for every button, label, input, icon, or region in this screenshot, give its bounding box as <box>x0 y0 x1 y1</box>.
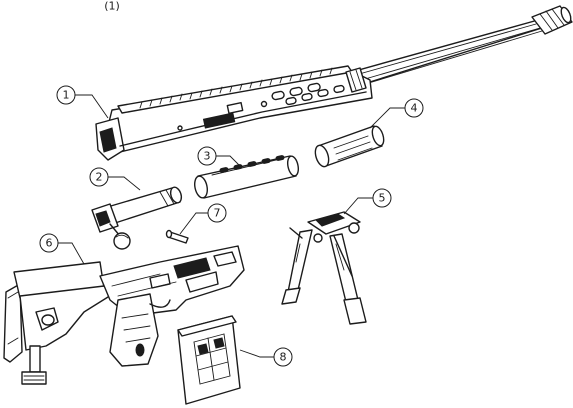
top-fragment-text: (1) <box>104 0 120 13</box>
callout-5-label: 5 <box>379 192 386 205</box>
pin <box>165 229 189 244</box>
chassis-stock <box>3 245 245 385</box>
bolt-assembly <box>91 186 183 250</box>
barrel-and-receiver <box>95 5 573 161</box>
callout-4-label: 4 <box>411 102 418 115</box>
leader-lines <box>58 94 405 358</box>
handguard-slots <box>271 82 345 106</box>
callout-8: 8 <box>273 347 293 367</box>
callout-7: 7 <box>207 203 227 223</box>
bipod <box>281 211 367 325</box>
muzzle-brake <box>531 5 573 35</box>
callout-8-label: 8 <box>280 351 287 364</box>
callout-1-label: 1 <box>63 89 70 102</box>
handguard-sleeve <box>194 155 300 199</box>
magazine <box>177 315 241 405</box>
callout-1: 1 <box>56 85 76 105</box>
short-sleeve <box>314 125 385 168</box>
callout-7-label: 7 <box>214 207 221 220</box>
callout-5: 5 <box>372 188 392 208</box>
callout-3-label: 3 <box>204 150 211 163</box>
callout-6-label: 6 <box>46 237 53 250</box>
callout-4: 4 <box>404 98 424 118</box>
callout-2-label: 2 <box>96 171 103 184</box>
callout-2: 2 <box>89 167 109 187</box>
top-rail-slots <box>139 67 333 109</box>
callout-3: 3 <box>197 146 217 166</box>
callout-6: 6 <box>39 233 59 253</box>
